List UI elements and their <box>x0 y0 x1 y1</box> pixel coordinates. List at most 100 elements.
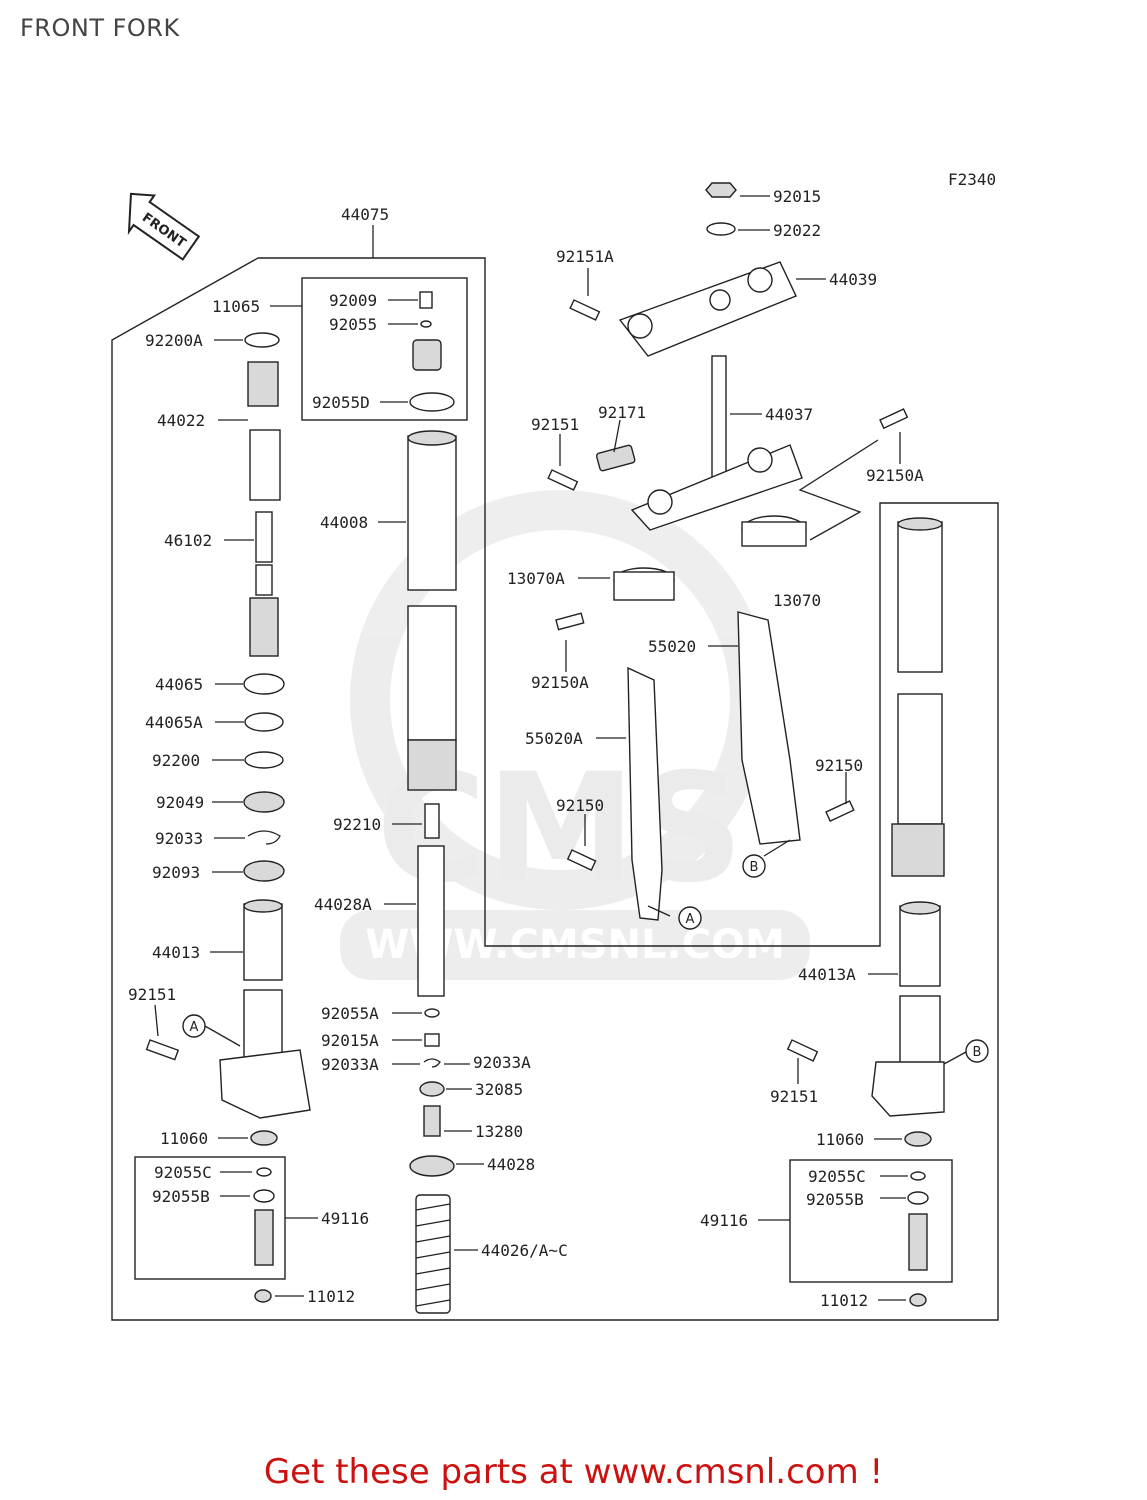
part-92015A <box>424 1033 440 1047</box>
label-92033A-right: 92033A <box>473 1053 531 1072</box>
part-44013-lower <box>243 989 283 1063</box>
label-11065: 11065 <box>212 297 260 316</box>
assembly-frame-44075 <box>111 257 999 1321</box>
label-92151-top: 92151 <box>531 415 579 434</box>
label-44028: 44028 <box>487 1155 535 1174</box>
part-11012-left <box>254 1289 272 1303</box>
label-92033A-left: 92033A <box>321 1055 379 1074</box>
part-55020A <box>627 666 663 921</box>
part-44028 <box>409 1155 455 1177</box>
part-92015 <box>705 182 737 198</box>
label-44026: 44026/A~C <box>481 1241 568 1260</box>
label-92055C-left: 92055C <box>154 1163 212 1182</box>
part-92210 <box>424 803 440 839</box>
svg-text:A: A <box>190 1020 199 1035</box>
part-92093 <box>243 860 285 882</box>
part-44065 <box>243 673 285 695</box>
figure-code: F2340 <box>948 170 996 189</box>
part-92009 <box>419 291 433 309</box>
part-55020 <box>737 611 801 845</box>
label-44013A: 44013A <box>798 965 856 984</box>
part-92151-right <box>786 1039 819 1062</box>
part-92022 <box>706 222 736 236</box>
label-92055D: 92055D <box>312 393 370 412</box>
label-92150A-right: 92150A <box>866 466 924 485</box>
part-92033 <box>247 830 281 845</box>
svg-text:A: A <box>686 912 695 927</box>
label-44013: 44013 <box>152 943 200 962</box>
callout-a-mid <box>678 906 702 930</box>
label-44008: 44008 <box>320 513 368 532</box>
part-92150-mid <box>566 849 597 871</box>
label-44037: 44037 <box>765 405 813 424</box>
label-49116-left: 49116 <box>321 1209 369 1228</box>
part-44013A-lower <box>899 995 941 1067</box>
front-fork-exploded-diagram: CMS WWW.CMSNL.COM F2340 FRONT 44075 1106… <box>111 170 999 1321</box>
label-92055A: 92055A <box>321 1004 379 1023</box>
part-13280 <box>423 1105 441 1137</box>
part-44008-slider <box>407 739 457 791</box>
label-92055B-right: 92055B <box>806 1190 864 1209</box>
label-44022: 44022 <box>157 411 205 430</box>
label-49116-right: 49116 <box>700 1211 748 1230</box>
page-title: FRONT FORK <box>20 14 180 42</box>
label-44065: 44065 <box>155 675 203 694</box>
part-92200 <box>244 751 284 769</box>
part-44013A-upper <box>899 905 941 987</box>
cta-link-text[interactable]: Get these parts at www.cmsnl.com ! <box>263 1452 884 1492</box>
part-92200A <box>244 332 280 348</box>
part-92055A <box>424 1008 440 1018</box>
label-92150-mid: 92150 <box>556 796 604 815</box>
label-92200A: 92200A <box>145 331 203 350</box>
part-32085 <box>419 1081 445 1097</box>
part-44022 <box>249 429 281 501</box>
label-13280: 13280 <box>475 1122 523 1141</box>
part-92150-right <box>825 800 855 822</box>
label-13070: 13070 <box>773 591 821 610</box>
part-right-slider <box>891 823 945 877</box>
label-92200: 92200 <box>152 751 200 770</box>
part-44026-spring <box>415 1194 451 1314</box>
label-55020A: 55020A <box>525 729 583 748</box>
label-92022: 92022 <box>773 221 821 240</box>
part-92151-left <box>145 1039 180 1061</box>
label-92033: 92033 <box>155 829 203 848</box>
front-direction-arrow: FRONT <box>127 192 201 261</box>
part-92150A-right <box>879 408 909 430</box>
label-11060-right: 11060 <box>816 1130 864 1149</box>
label-44065A: 44065A <box>145 713 203 732</box>
label-92151A: 92151A <box>556 247 614 266</box>
part-92055D <box>409 392 455 412</box>
part-44008-lower <box>407 605 457 741</box>
label-92151-left: 92151 <box>128 985 176 1004</box>
part-right-inner-tube-lower <box>897 693 943 825</box>
part-44065A <box>244 712 284 732</box>
part-44022-top <box>247 361 279 407</box>
callout-b-right <box>965 1039 989 1063</box>
part-base-valve-right <box>908 1213 928 1271</box>
part-92033A <box>423 1058 441 1068</box>
part-92151-top <box>547 469 579 491</box>
label-44039: 44039 <box>829 270 877 289</box>
label-92055: 92055 <box>329 315 377 334</box>
label-13070A: 13070A <box>507 569 565 588</box>
valve-box-49116-right <box>789 1159 953 1283</box>
label-92055C-right: 92055C <box>808 1167 866 1186</box>
callout-a-left <box>182 1014 206 1038</box>
label-92015A: 92015A <box>321 1031 379 1050</box>
part-right-axle-bracket <box>871 1061 945 1117</box>
part-92151A <box>569 299 601 321</box>
label-32085: 32085 <box>475 1080 523 1099</box>
label-44028A: 44028A <box>314 895 372 914</box>
part-44028A <box>417 845 445 997</box>
part-44008-upper <box>407 435 457 591</box>
svg-text:B: B <box>750 860 759 875</box>
label-92015: 92015 <box>773 187 821 206</box>
part-92049 <box>243 791 285 813</box>
part-right-inner-tube-upper <box>897 521 943 673</box>
part-base-valve-left <box>254 1209 274 1266</box>
part-92150A-mid <box>555 612 585 631</box>
label-92151-right: 92151 <box>770 1087 818 1106</box>
label-44075: 44075 <box>341 205 389 224</box>
part-fork-cap <box>412 339 442 371</box>
